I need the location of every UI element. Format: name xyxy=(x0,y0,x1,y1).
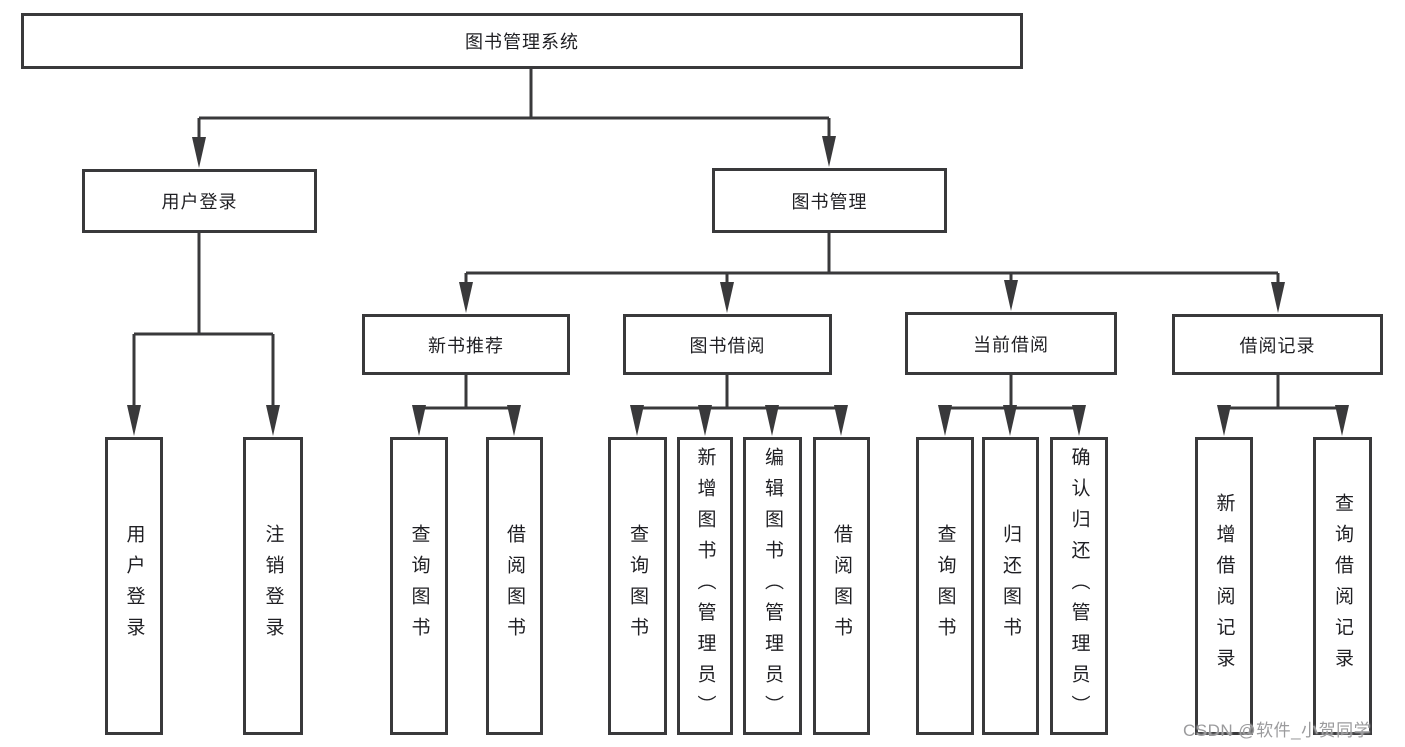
leaf-return-book-label: 归还图书 xyxy=(1000,524,1021,648)
leaf-add-borrow-record-label: 新增借阅记录 xyxy=(1213,493,1235,679)
node-user-login: 用户登录 xyxy=(82,169,317,233)
node-user-login-label: 用户登录 xyxy=(161,192,238,212)
leaf-borrow-book-label: 借阅图书 xyxy=(831,524,852,648)
node-book-management: 图书管理 xyxy=(712,168,947,233)
leaf-edit-book-admin-label: 编辑图书（管理员） xyxy=(762,446,783,726)
node-new-book-recommend-label: 新书推荐 xyxy=(428,335,504,356)
node-book-management-label: 图书管理 xyxy=(791,191,868,212)
leaf-recommend-borrow-book: 借阅图书 xyxy=(486,437,543,735)
leaf-current-query-book: 查询图书 xyxy=(916,437,974,735)
leaf-borrow-query-book-label: 查询图书 xyxy=(627,524,648,648)
leaf-current-query-book-label: 查询图书 xyxy=(934,524,956,648)
leaf-recommend-query-book: 查询图书 xyxy=(390,437,448,735)
leaf-logout-label: 注销登录 xyxy=(262,524,284,648)
leaf-user-login: 用户登录 xyxy=(105,437,163,735)
leaf-borrow-book: 借阅图书 xyxy=(813,437,870,735)
leaf-query-borrow-record-label: 查询借阅记录 xyxy=(1332,493,1353,679)
leaf-user-login-label: 用户登录 xyxy=(123,524,145,648)
node-root-label: 图书管理系统 xyxy=(465,32,579,52)
node-new-book-recommend: 新书推荐 xyxy=(362,314,570,375)
node-book-borrow-label: 图书借阅 xyxy=(689,335,766,356)
leaf-edit-book-admin: 编辑图书（管理员） xyxy=(743,437,802,735)
leaf-borrow-query-book: 查询图书 xyxy=(608,437,667,735)
leaf-return-book: 归还图书 xyxy=(982,437,1039,735)
csdn-watermark: CSDN @软件_小贺同学 xyxy=(1183,721,1372,740)
node-borrow-records-label: 借阅记录 xyxy=(1239,335,1316,356)
leaf-add-book-admin: 新增图书（管理员） xyxy=(677,437,733,735)
node-root: 图书管理系统 xyxy=(21,13,1023,69)
leaf-confirm-return-admin: 确认归还（管理员） xyxy=(1050,437,1108,735)
leaf-add-book-admin-label: 新增图书（管理员） xyxy=(694,446,716,726)
node-current-borrow-label: 当前借阅 xyxy=(973,334,1049,355)
leaf-recommend-query-book-label: 查询图书 xyxy=(408,524,430,648)
leaf-query-borrow-record: 查询借阅记录 xyxy=(1313,437,1372,735)
leaf-add-borrow-record: 新增借阅记录 xyxy=(1195,437,1253,735)
node-borrow-records: 借阅记录 xyxy=(1172,314,1383,375)
node-book-borrow: 图书借阅 xyxy=(623,314,832,375)
leaf-recommend-borrow-book-label: 借阅图书 xyxy=(504,524,525,648)
node-current-borrow: 当前借阅 xyxy=(905,312,1117,375)
leaf-confirm-return-admin-label: 确认归还（管理员） xyxy=(1068,446,1090,726)
leaf-logout: 注销登录 xyxy=(243,437,303,735)
